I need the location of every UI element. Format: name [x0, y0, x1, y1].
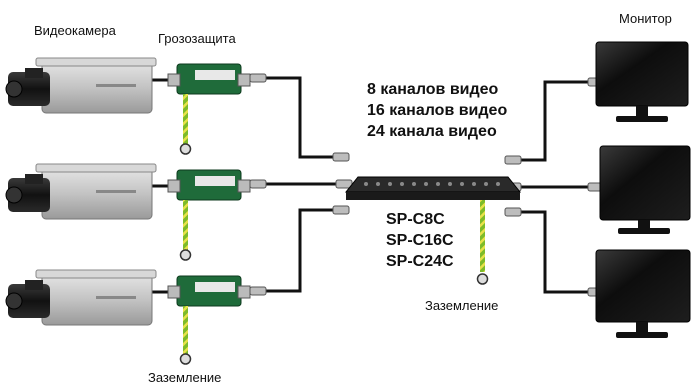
grounding-label-center: Заземление — [425, 298, 499, 313]
ground-terminal-icon — [476, 273, 489, 285]
monitor-label: Монитор — [619, 11, 672, 26]
camera-2 — [5, 163, 157, 220]
channel-line: 8 каналов видео — [367, 81, 499, 98]
cable-4 — [520, 80, 590, 162]
model-list: SP-C8C SP-C16C SP-C24C — [386, 209, 454, 272]
camera-label: Видеокамера — [34, 23, 116, 38]
surge-protector-1 — [167, 63, 251, 95]
grounding-label-left: Заземление — [148, 370, 222, 385]
video-patch-panel — [344, 176, 522, 200]
model-name: SP-C8C — [386, 211, 445, 228]
ground-terminal-icon — [179, 143, 192, 155]
camera-3 — [5, 269, 157, 326]
surge-protection-label: Грозозащита — [158, 31, 236, 46]
ground-wires-left — [183, 94, 188, 354]
video-cables-right — [520, 80, 590, 294]
cable-1 — [265, 76, 335, 159]
ground-terminal-icon — [179, 249, 192, 261]
camera-1 — [5, 57, 157, 114]
cable-3 — [265, 208, 335, 293]
monitor-3 — [595, 249, 691, 338]
model-name: SP-C24C — [386, 253, 454, 270]
surge-protector-3 — [167, 275, 251, 307]
channels-list: 8 каналов видео 16 каналов видео 24 кана… — [367, 79, 507, 142]
cable-6 — [520, 210, 590, 294]
model-name: SP-C16C — [386, 232, 454, 249]
channel-line: 24 канала видео — [367, 123, 497, 140]
ground-terminal-icon — [179, 353, 192, 365]
ground-wire-panel — [480, 200, 485, 272]
surge-protector-2 — [167, 169, 251, 201]
ground-terminals-left — [179, 143, 192, 365]
monitor-1 — [595, 41, 689, 122]
channel-line: 16 каналов видео — [367, 102, 508, 119]
monitor-2 — [599, 145, 691, 234]
